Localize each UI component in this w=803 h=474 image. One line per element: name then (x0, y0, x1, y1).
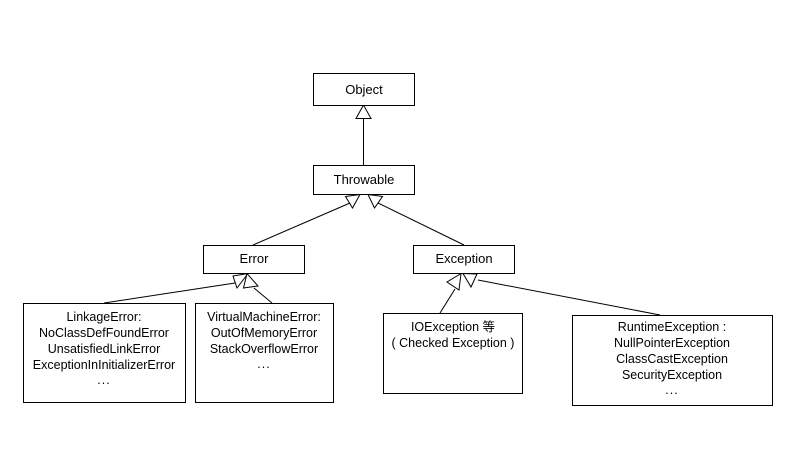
node-virtual-machine-error[interactable]: VirtualMachineError: OutOfMemoryError St… (195, 303, 334, 403)
vm-error-line-3: StackOverflowError (210, 342, 318, 356)
node-linkage-error[interactable]: LinkageError: NoClassDefFoundError Unsat… (23, 303, 186, 403)
node-error-label: Error (240, 251, 270, 266)
linkage-error-ellipsis: ... (97, 373, 110, 387)
edge-line-vm-error (253, 287, 273, 304)
linkage-error-line-4: ExceptionInInitializerError (33, 358, 175, 372)
vm-error-line-1: VirtualMachineError: (207, 310, 321, 324)
node-runtime-exception-box[interactable] (572, 315, 773, 406)
edge-line-runtime-exception (477, 279, 661, 316)
edge-line-error-throwable (252, 202, 351, 246)
vm-error-line-2: OutOfMemoryError (211, 326, 317, 340)
linkage-error-line-1: LinkageError: (66, 310, 141, 324)
runtime-exception-line-1: RuntimeException : (618, 320, 726, 334)
arrowhead-throwable-right (367, 193, 384, 209)
io-exception-line-2: ( Checked Exception ) (392, 336, 515, 350)
arrowhead-exception-right (462, 272, 478, 289)
node-exception-label: Exception (435, 251, 492, 266)
linkage-error-line-3: UnsatisfiedLinkError (48, 342, 161, 356)
arrowhead-object (355, 103, 372, 119)
runtime-exception-line-2: NullPointerException (614, 336, 730, 350)
node-error[interactable]: Error (203, 245, 305, 274)
linkage-error-line-2: NoClassDefFoundError (39, 326, 169, 340)
arrowhead-error-right (242, 272, 259, 289)
node-runtime-exception[interactable]: RuntimeException : NullPointerException … (572, 315, 773, 406)
io-exception-line-1: IOException 等 (411, 319, 495, 334)
node-virtual-machine-error-box[interactable] (195, 303, 334, 403)
node-io-exception-box[interactable] (383, 313, 523, 394)
edge-error-to-throwable (252, 193, 361, 246)
edge-exception-to-throwable (367, 193, 465, 246)
runtime-exception-line-4: SecurityException (622, 368, 722, 382)
node-exception-box[interactable] (413, 245, 515, 274)
vm-error-ellipsis: ... (257, 357, 270, 371)
node-linkage-error-box[interactable] (23, 303, 186, 403)
runtime-exception-line-3: ClassCastException (616, 352, 728, 366)
edge-line-io-exception (439, 288, 456, 314)
node-throwable[interactable]: Throwable (313, 165, 415, 195)
arrowhead-throwable-left (344, 193, 361, 209)
edge-line-linkage-error (103, 282, 236, 304)
arrowhead-error-left (232, 272, 250, 290)
node-throwable-box[interactable] (313, 165, 415, 195)
node-object-label: Object (345, 82, 383, 97)
node-object-box[interactable] (313, 73, 415, 106)
edge-line-exception-throwable (377, 202, 465, 246)
node-exception[interactable]: Exception (413, 245, 515, 274)
edge-throwable-to-object (355, 103, 372, 165)
edge-linkage-error-to-error (103, 272, 250, 304)
edge-io-exception-to-exception (439, 272, 462, 314)
node-io-exception[interactable]: IOException 等 ( Checked Exception ) (383, 313, 523, 394)
node-object[interactable]: Object (313, 73, 415, 106)
node-throwable-label: Throwable (334, 172, 395, 187)
edge-runtime-exception-to-exception (462, 272, 661, 316)
edge-vm-error-to-error (242, 272, 273, 304)
node-error-box[interactable] (203, 245, 305, 274)
arrowhead-exception-left (446, 272, 462, 291)
runtime-exception-ellipsis: ... (665, 383, 678, 397)
